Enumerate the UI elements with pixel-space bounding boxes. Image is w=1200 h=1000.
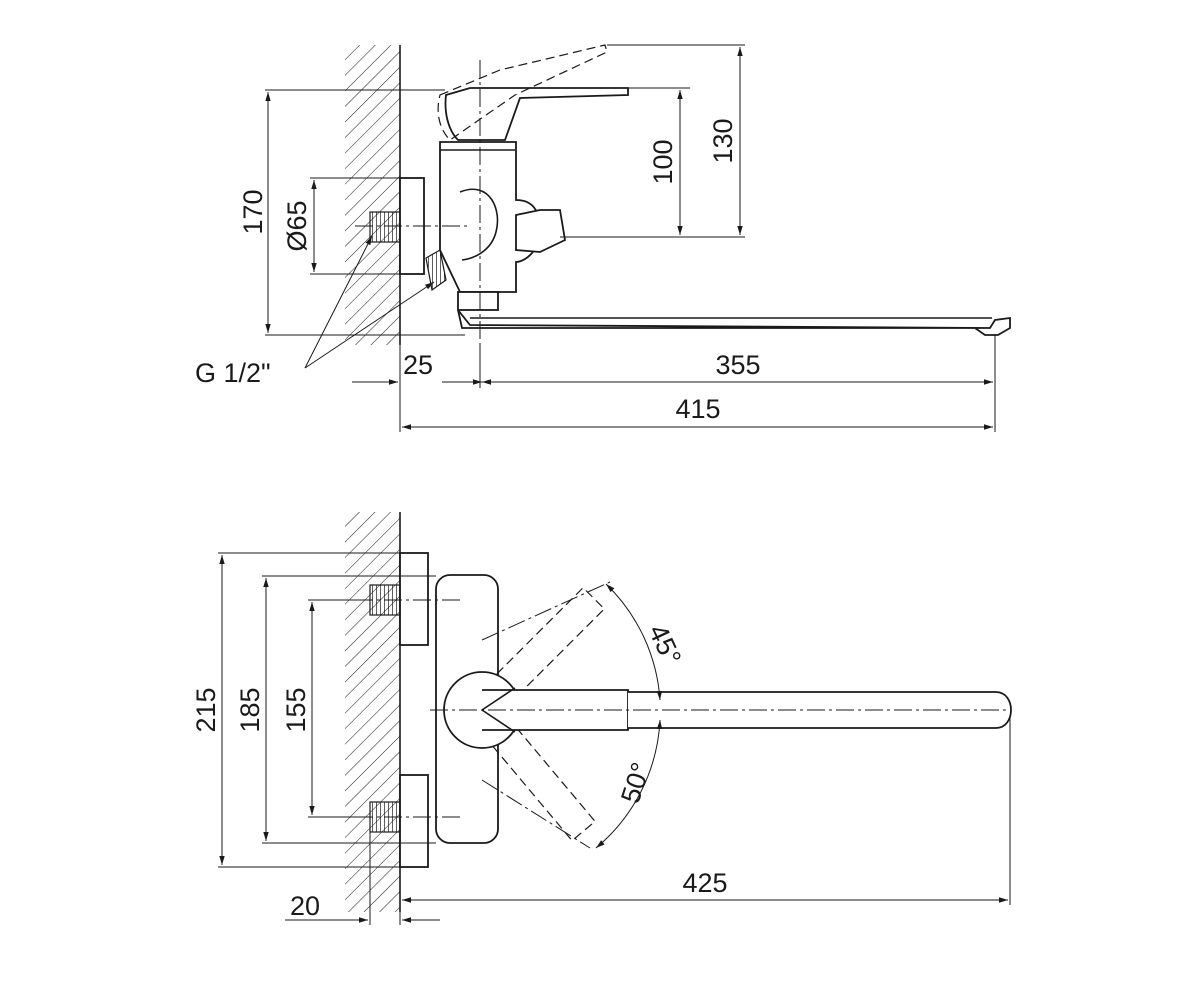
wall-hatch-top bbox=[345, 512, 400, 912]
angle-arc-45 bbox=[605, 583, 663, 701]
wall-hatch bbox=[345, 45, 400, 345]
mixer-lever bbox=[444, 87, 629, 141]
top-view: 45° 50° 215 185 155 20 425 bbox=[191, 512, 1012, 925]
angle-arc-50 bbox=[595, 719, 663, 849]
flange-lower bbox=[399, 774, 429, 868]
thread-eccentric bbox=[425, 249, 447, 292]
dim-215: 215 bbox=[191, 687, 221, 732]
dim-185: 185 bbox=[235, 687, 265, 732]
flange-upper bbox=[399, 552, 429, 646]
side-view: 170 Ø65 100 130 25 355 415 G 1/2" bbox=[195, 44, 1011, 432]
spout-collar bbox=[457, 291, 499, 311]
dim-425: 425 bbox=[682, 868, 727, 898]
dim-130: 130 bbox=[708, 118, 738, 163]
dim-155: 155 bbox=[281, 687, 311, 732]
dim-25: 25 bbox=[403, 350, 433, 380]
diverter-knob bbox=[515, 209, 566, 253]
angle-50: 50° bbox=[615, 759, 656, 807]
angle-45: 45° bbox=[643, 620, 687, 670]
dim-170: 170 bbox=[238, 189, 268, 234]
spout-arm bbox=[457, 309, 1011, 336]
dim-diameter-65: Ø65 bbox=[282, 200, 312, 251]
dim-355: 355 bbox=[715, 350, 760, 380]
dim-20: 20 bbox=[290, 891, 320, 921]
thread-inlet bbox=[369, 211, 401, 243]
thread-label-g-half: G 1/2" bbox=[195, 358, 271, 388]
lever-raised bbox=[437, 44, 608, 141]
dim-415: 415 bbox=[675, 394, 720, 424]
dim-100: 100 bbox=[648, 139, 678, 184]
